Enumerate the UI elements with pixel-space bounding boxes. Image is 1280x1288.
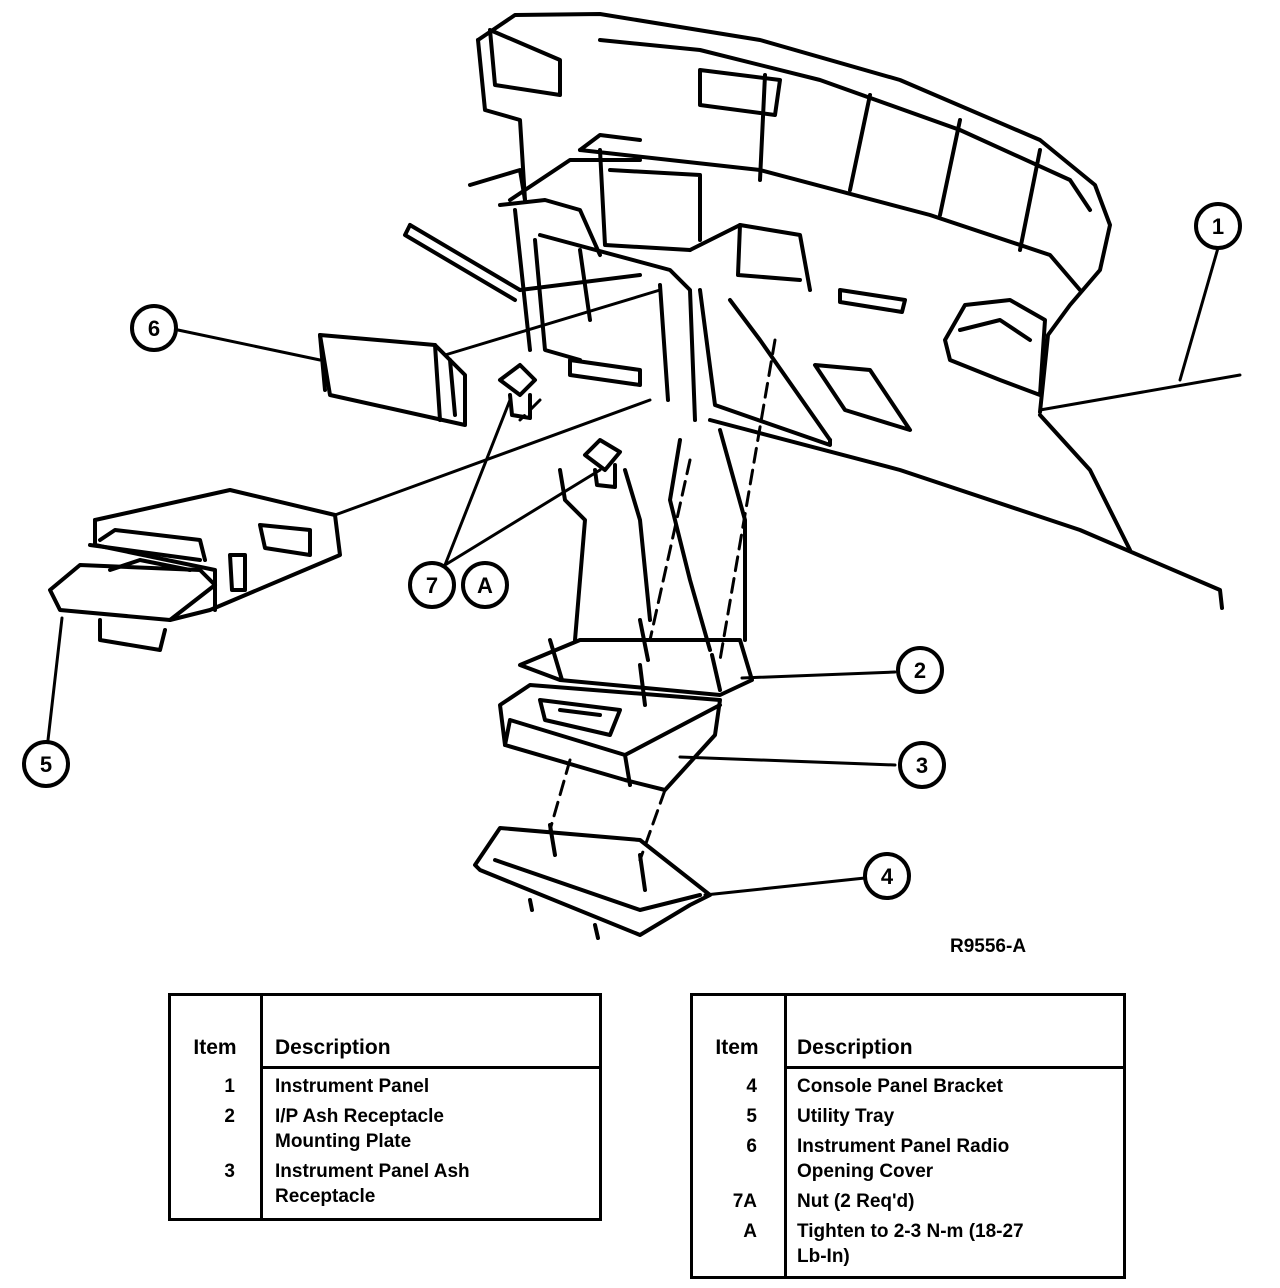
figure-reference-code: R9556-A [950, 936, 1027, 957]
support-bracket-illustration [558, 428, 747, 652]
svg-text:6: 6 [148, 316, 160, 341]
item-description: I/P Ash Receptacle Mounting Plate [275, 1106, 444, 1152]
exploded-view-drawing: 1 2 3 4 5 6 7 A [22, 12, 1242, 940]
item-description: Utility Tray [797, 1106, 895, 1127]
svg-text:7: 7 [426, 573, 438, 598]
callout-6: 6 [130, 304, 178, 352]
legend-table-left: Item Description 1 Instrument Panel 2 I/… [168, 993, 602, 1221]
item-number: A [743, 1221, 757, 1242]
table-header-rule [263, 1066, 599, 1069]
leader-lines [46, 246, 1242, 897]
column-header-description: Description [275, 1036, 391, 1059]
item-description: Instrument Panel Radio Opening Cover [797, 1136, 1010, 1182]
table-divider [260, 996, 263, 1218]
item-description: Instrument Panel [275, 1076, 430, 1097]
table-row: 1 Instrument Panel [171, 1074, 599, 1099]
callout-4: 4 [863, 852, 911, 900]
callout-5: 5 [22, 740, 70, 788]
table-row: 4 Console Panel Bracket [693, 1074, 1123, 1099]
item-description: Nut (2 Req'd) [797, 1191, 915, 1212]
callout-1: 1 [1194, 202, 1242, 250]
utility-tray-illustration [48, 488, 342, 652]
table-row: 7A Nut (2 Req'd) [693, 1189, 1123, 1214]
svg-text:3: 3 [916, 753, 928, 778]
radio-opening-cover-illustration [318, 333, 467, 427]
table-header-rule [787, 1066, 1123, 1069]
nut-7a-illustration [498, 363, 622, 489]
item-number: 3 [224, 1161, 235, 1182]
svg-text:2: 2 [914, 658, 926, 683]
dashed-alignment-lines [518, 338, 777, 862]
callout-a: A [461, 561, 509, 609]
column-header-item: Item [715, 1036, 759, 1059]
table-divider [784, 996, 787, 1276]
callout-3: 3 [898, 741, 946, 789]
item-description: Instrument Panel Ash Receptacle [275, 1161, 470, 1207]
svg-text:1: 1 [1212, 214, 1224, 239]
callout-2: 2 [896, 646, 944, 694]
mounting-plate-illustration [518, 618, 754, 707]
item-number: 7A [732, 1191, 757, 1212]
svg-text:5: 5 [40, 752, 52, 777]
console-bracket-illustration [473, 823, 712, 940]
item-description: Console Panel Bracket [797, 1076, 1003, 1097]
table-row: 2 I/P Ash Receptacle Mounting Plate [171, 1104, 599, 1154]
table-row: 5 Utility Tray [693, 1104, 1123, 1129]
legend-table-right: Item Description 4 Console Panel Bracket… [690, 993, 1126, 1279]
item-number: 2 [224, 1106, 235, 1127]
svg-text:A: A [477, 573, 493, 598]
table-row: 3 Instrument Panel Ash Receptacle [171, 1159, 599, 1209]
instrument-panel-illustration [403, 12, 1224, 610]
item-description: Tighten to 2-3 N-m (18-27 Lb-In) [797, 1221, 1024, 1267]
table-row: 6 Instrument Panel Radio Opening Cover [693, 1134, 1123, 1184]
svg-text:4: 4 [881, 864, 894, 889]
item-number: 5 [746, 1106, 757, 1127]
column-header-item: Item [193, 1036, 237, 1059]
item-number: 6 [746, 1136, 757, 1157]
ash-receptacle-illustration [498, 683, 722, 792]
table-row: A Tighten to 2-3 N-m (18-27 Lb-In) [693, 1219, 1123, 1269]
column-header-description: Description [797, 1036, 913, 1059]
item-number: 1 [224, 1076, 235, 1097]
item-number: 4 [746, 1076, 757, 1097]
callout-7: 7 [408, 561, 456, 609]
